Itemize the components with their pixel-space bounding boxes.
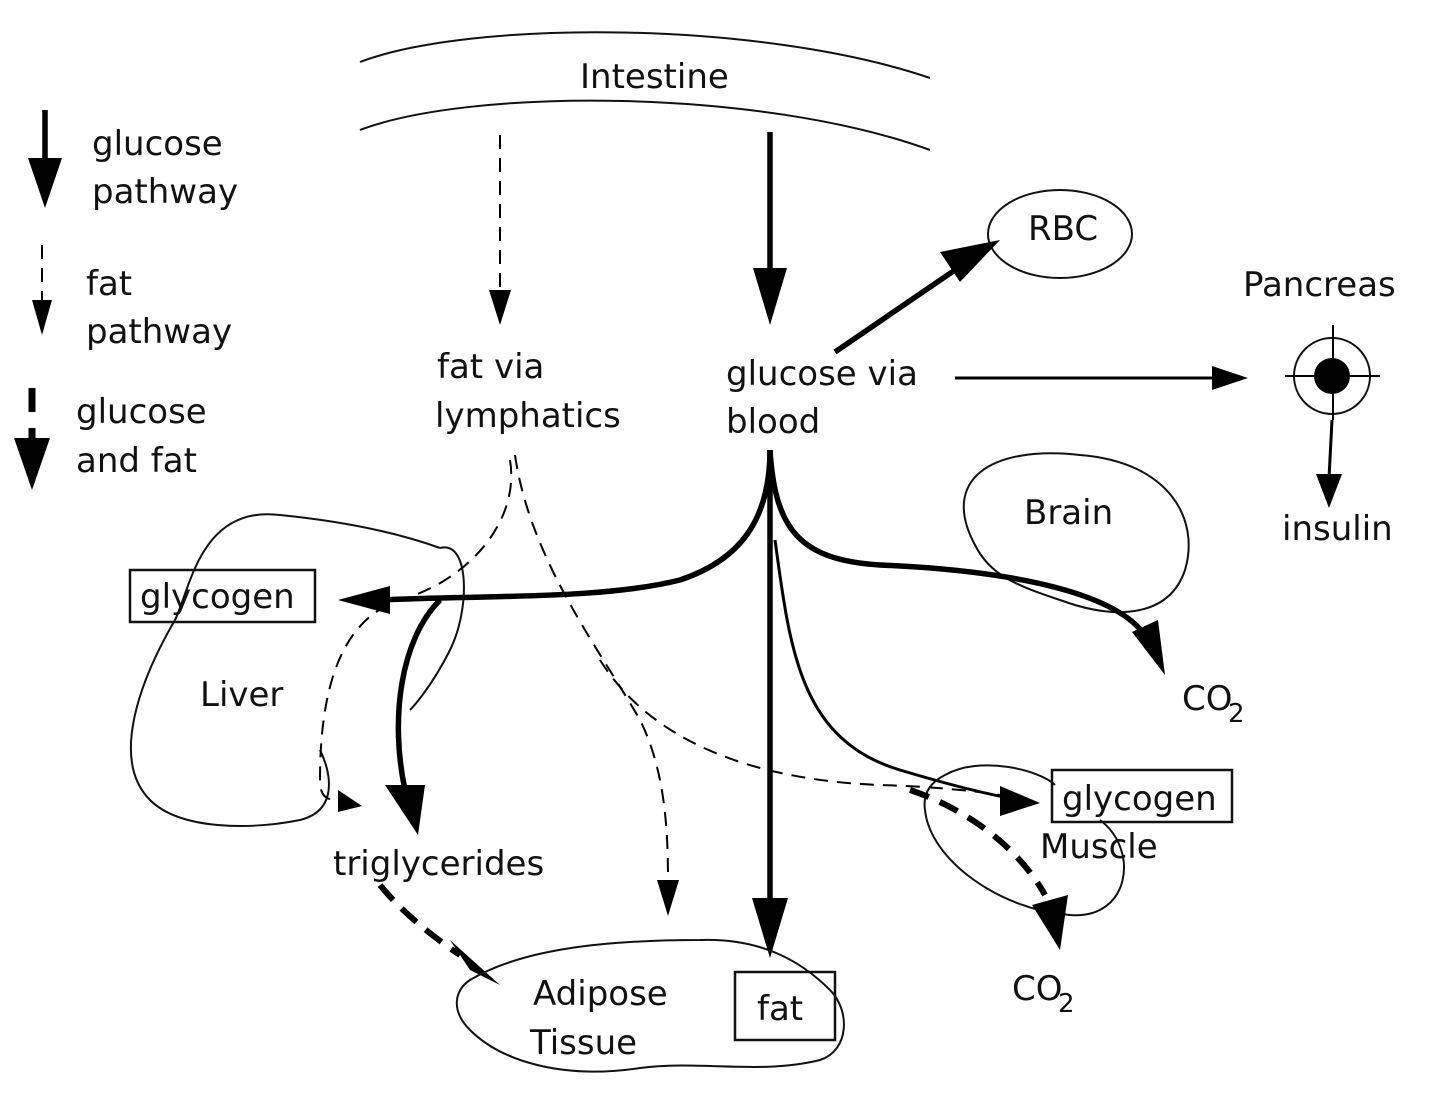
intestine-label: Intestine: [580, 57, 729, 97]
pancreas-target-icon: [1285, 325, 1380, 420]
glucose-to-muscle-arrowhead: [1000, 786, 1040, 816]
liver-node: [129, 513, 465, 827]
fat-to-liver-path: [318, 459, 513, 801]
muscle-label: Muscle: [1040, 827, 1158, 867]
pancreas-label: Pancreas: [1243, 265, 1396, 305]
fat-to-muscle-path: [599, 659, 1001, 796]
rbc-label: RBC: [1028, 209, 1098, 249]
fat-to-adipose-arrowhead: [657, 880, 679, 916]
triglycerides-to-adipose-path: [377, 883, 462, 958]
triglycerides-label: triglycerides: [333, 844, 544, 884]
legend-glucose-label: glucose: [92, 124, 223, 164]
glucose-to-rbc-arrowhead: [940, 240, 1000, 282]
fat-to-adipose-path: [514, 454, 669, 881]
brain-co2-subscript: 2: [1228, 699, 1245, 729]
triglycerides-to-adipose-arrowhead: [450, 940, 500, 985]
muscle-glycogen-box: [1050, 768, 1234, 824]
brain-label: Brain: [1024, 493, 1113, 533]
intestine-top-wall: [359, 31, 931, 79]
glucose-to-pancreas-arrowhead: [1212, 366, 1248, 390]
glucose-to-liver-glycogen-path: [379, 449, 773, 603]
glucose-via-blood-label: glucose via: [726, 354, 918, 394]
muscle-glycogen-label: glycogen: [1062, 779, 1217, 819]
legend: glucose pathway fat pathway glucose and …: [14, 110, 238, 490]
fat-to-liver-arrowhead: [338, 790, 362, 812]
liver-glucose-to-triglycerides-path: [395, 598, 442, 791]
adipose-node: [455, 938, 845, 1073]
fat-absorption-arrowhead: [489, 290, 511, 325]
adipose-label: Adipose: [533, 974, 668, 1014]
legend-fat-label-2: pathway: [86, 312, 232, 352]
legend-glucose-label-2: pathway: [92, 172, 238, 212]
liver-label: Liver: [200, 675, 283, 715]
insulin-arrowhead: [1316, 474, 1342, 508]
rbc-node: [987, 189, 1133, 279]
legend-both-label-2: and fat: [76, 441, 197, 481]
intestine-bottom-wall: [359, 99, 931, 151]
legend-both-arrowhead: [14, 438, 50, 490]
liver-glycogen-box: [128, 568, 317, 624]
legend-fat-arrowhead: [32, 300, 52, 335]
adipose-label-2: Tissue: [529, 1023, 637, 1063]
liver-glycogen-label: glycogen: [140, 577, 295, 617]
fat-via-lymphatics-label: fat via: [437, 347, 544, 387]
glucose-absorption-arrowhead: [753, 268, 787, 325]
adipose-fat-box: [733, 970, 837, 1042]
muscle-co2-label: CO: [1012, 969, 1063, 1009]
legend-glucose-arrowhead: [28, 158, 62, 208]
muscle-co2-subscript: 2: [1058, 989, 1075, 1019]
adipose-fat-label: fat: [757, 989, 803, 1029]
glucose-to-adipose-arrowhead: [752, 898, 788, 958]
insulin-label: insulin: [1282, 509, 1393, 549]
fat-via-lymphatics-label-2: lymphatics: [435, 396, 621, 436]
liver-glucose-to-triglycerides-arrowhead: [385, 785, 425, 835]
brain-node: [962, 452, 1190, 614]
legend-both-label: glucose: [76, 392, 207, 432]
glucose-via-blood-label-2: blood: [726, 402, 820, 442]
insulin-arrow: [1327, 419, 1334, 479]
glucose-to-rbc-arrow: [833, 267, 957, 355]
glucose-to-brain-path: [767, 449, 1151, 642]
legend-fat-label: fat: [86, 264, 132, 304]
glucose-to-liver-glycogen-arrowhead: [338, 586, 390, 614]
brain-co2-label: CO: [1182, 679, 1233, 719]
glucose-to-brain-arrowhead: [1132, 620, 1165, 675]
muscle-to-co2-arrowhead: [1032, 895, 1068, 950]
glucose-to-muscle-path: [773, 539, 1021, 802]
